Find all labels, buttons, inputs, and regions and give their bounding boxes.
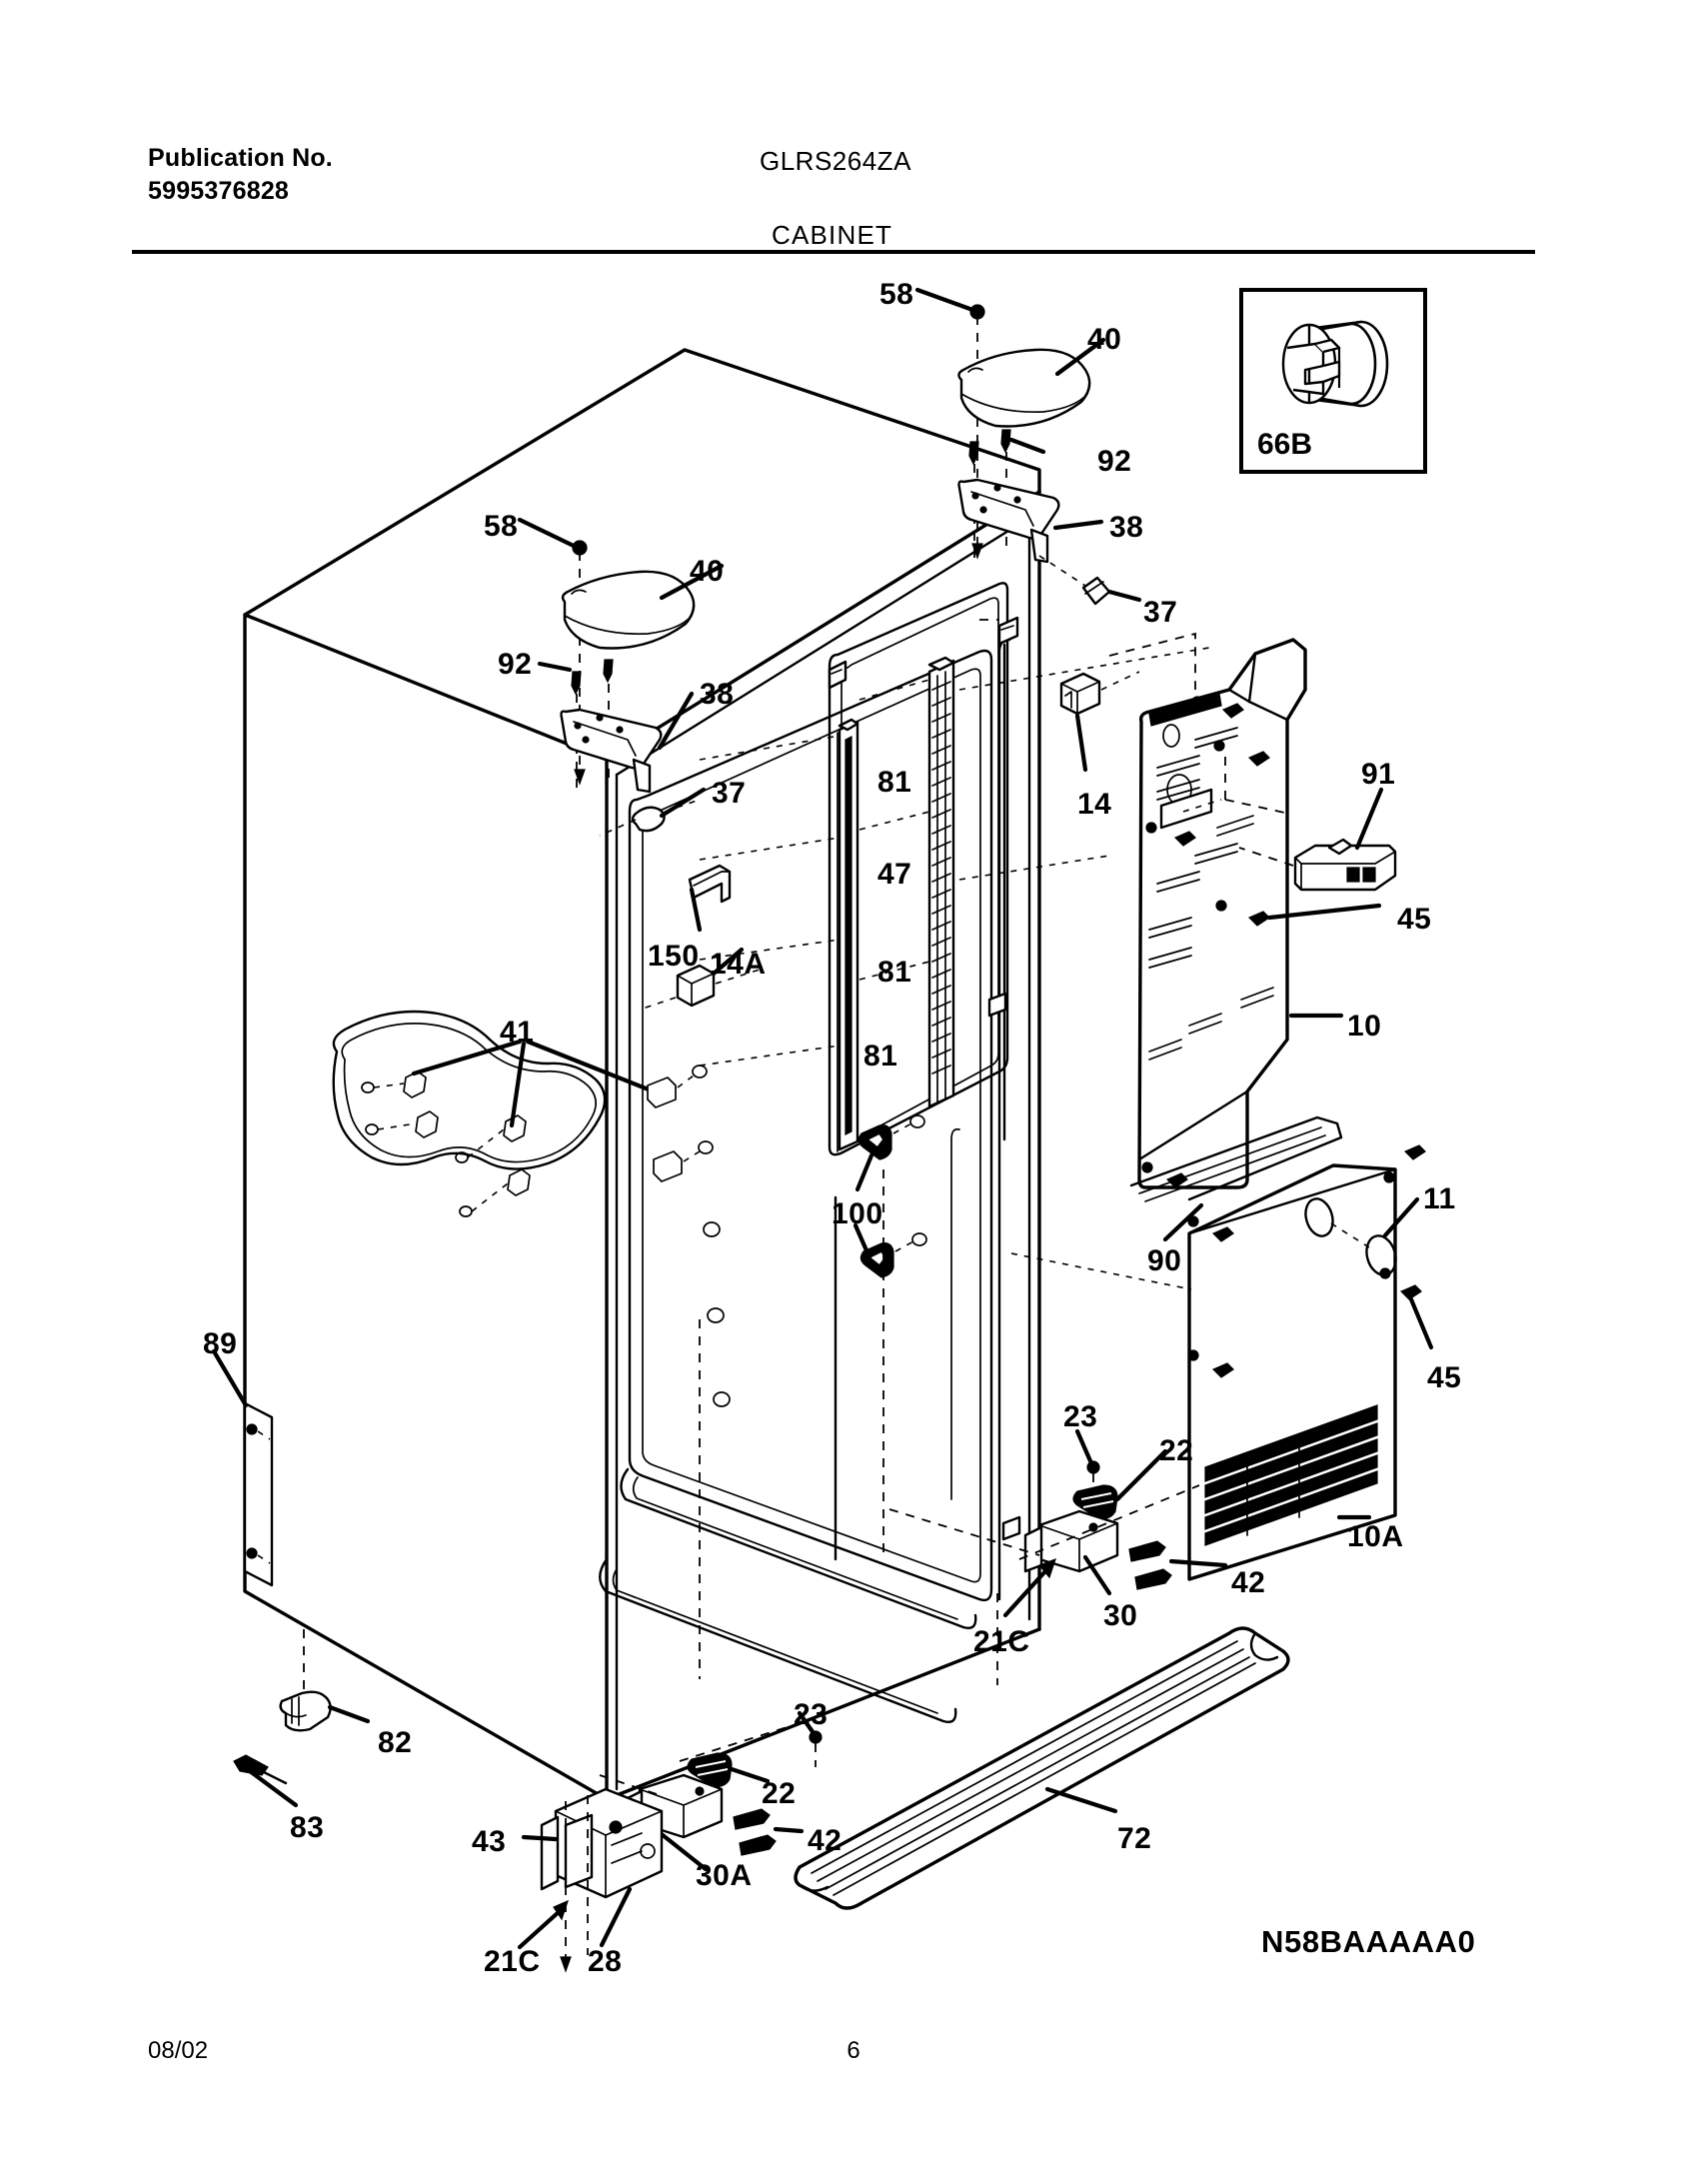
lower-panel-screws [1187, 1144, 1426, 1378]
callout-40-top: 40 [1087, 323, 1122, 356]
callout-11: 11 [1423, 1182, 1456, 1215]
callout-38-top: 38 [1109, 511, 1144, 544]
callout-23-bottom: 23 [794, 1698, 829, 1731]
front-face-plug-column [647, 1065, 731, 1407]
callout-83: 83 [290, 1811, 325, 1844]
callout-30A: 30A [696, 1859, 753, 1892]
callout-89: 89 [203, 1327, 238, 1360]
connector-block-14 [1059, 632, 1196, 773]
callout-21C-bottom: 21C [484, 1945, 541, 1978]
callout-37-top: 37 [1143, 596, 1178, 629]
left-face-small-parts [639, 864, 761, 1011]
inset-label-66b: 66B [1257, 428, 1313, 461]
bottom-right-hardware [888, 1428, 1228, 1618]
inset-detail-box-66b: 66B [1239, 288, 1427, 474]
clip-group-100 [853, 1114, 927, 1278]
callout-43: 43 [472, 1825, 507, 1858]
model-number: GLRS264ZA [760, 146, 911, 176]
callout-40-left: 40 [690, 555, 725, 588]
liner-tabs [828, 616, 1021, 1541]
diagram-code: N58BAAAAA0 [1261, 1924, 1476, 1959]
callout-58-top: 58 [879, 278, 914, 311]
callout-81-a: 81 [877, 766, 912, 799]
rail-alignment-guides [699, 647, 1210, 1067]
callout-47: 47 [877, 858, 912, 891]
publication-number: 5995376828 [148, 177, 290, 206]
callout-81-b: 81 [877, 956, 912, 989]
shelf-standard-rails [837, 656, 955, 1152]
callout-100: 100 [832, 1197, 883, 1230]
construction-guides [699, 619, 999, 1685]
callout-45-top: 45 [1397, 903, 1432, 936]
header-divider [132, 250, 1535, 254]
callout-30: 30 [1103, 1599, 1138, 1632]
bumper-82-screw-83 [233, 1621, 371, 1808]
side-plug-group-41 [332, 1010, 657, 1217]
callout-37-left: 37 [712, 777, 747, 810]
callout-82: 82 [378, 1726, 413, 1759]
callout-72: 72 [1117, 1822, 1152, 1855]
publication-label: Publication No. [148, 144, 333, 172]
callout-150: 150 [648, 940, 700, 973]
grommet-plug-icon [1281, 320, 1389, 408]
right-top-hinge-assembly [914, 287, 1142, 606]
callout-14: 14 [1077, 788, 1112, 821]
screw-92-left [571, 659, 614, 696]
screw-92-right [968, 429, 1011, 466]
left-top-hinge-assembly [517, 517, 725, 837]
callout-10A: 10A [1347, 1520, 1404, 1553]
screw-42-right [1128, 1540, 1172, 1590]
section-title: CABINET [772, 220, 893, 250]
callout-22-bottom: 22 [762, 1777, 797, 1810]
footer-page-number: 6 [847, 2037, 860, 2064]
callout-28: 28 [588, 1945, 623, 1978]
control-box-91 [1238, 787, 1397, 892]
machine-compartment-panel-10 [1137, 638, 1382, 1189]
callout-45-bottom: 45 [1427, 1361, 1462, 1394]
callout-92-top: 92 [1097, 445, 1132, 478]
callout-21C-mid: 21C [973, 1625, 1030, 1658]
bracket-89 [211, 1348, 274, 1587]
callout-92-left: 92 [498, 648, 533, 681]
callout-10: 10 [1347, 1010, 1382, 1043]
callout-58-left: 58 [484, 510, 519, 543]
panel-screws [1141, 696, 1270, 1188]
publication-block: Publication No. 5995376828 [148, 142, 333, 209]
bottom-center-hardware [517, 1710, 823, 1973]
callout-91: 91 [1361, 758, 1396, 791]
lower-right-panel-10A [1010, 1115, 1434, 1581]
callout-38-left: 38 [700, 678, 735, 711]
screw-42-center [733, 1808, 777, 1856]
base-grille-72 [794, 1626, 1290, 1910]
callout-41: 41 [500, 1016, 535, 1049]
footer-date: 08/02 [148, 2037, 209, 2064]
callout-23-right: 23 [1063, 1400, 1098, 1433]
callout-22-right: 22 [1159, 1434, 1194, 1467]
callout-42-right: 42 [1231, 1566, 1266, 1599]
callout-14A: 14A [710, 948, 767, 981]
callout-90: 90 [1147, 1244, 1182, 1277]
callout-81-c: 81 [863, 1040, 898, 1073]
callout-42-bottom: 42 [808, 1824, 843, 1857]
